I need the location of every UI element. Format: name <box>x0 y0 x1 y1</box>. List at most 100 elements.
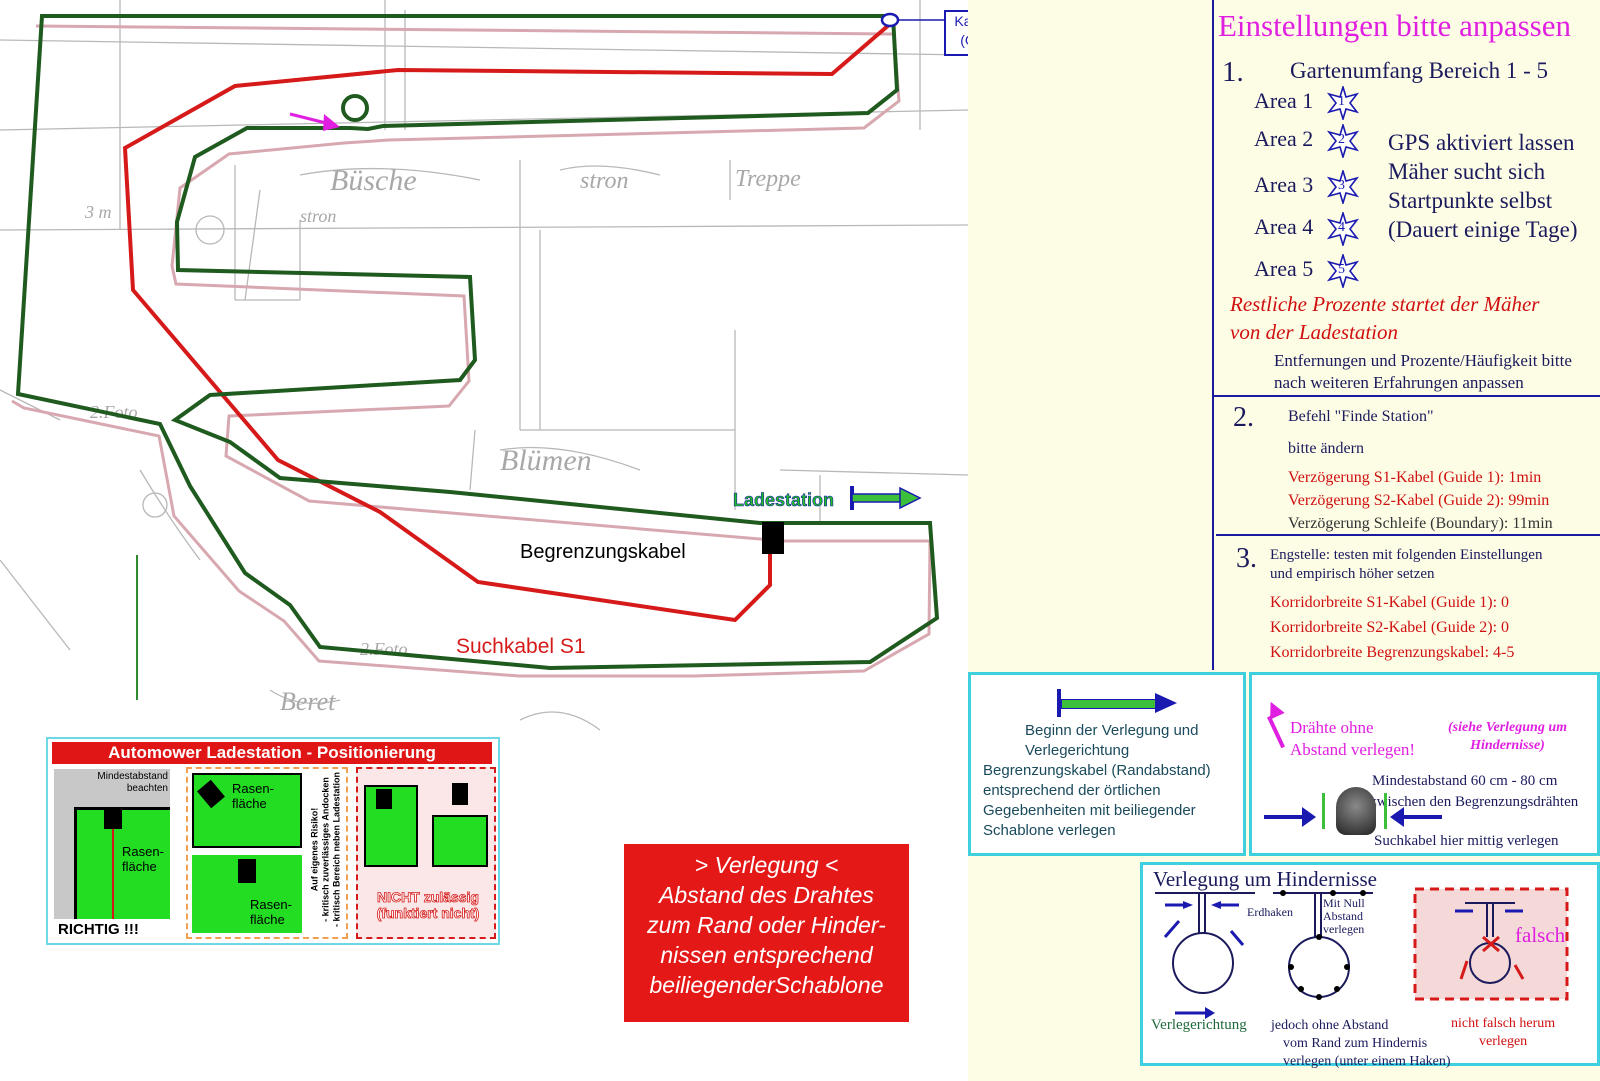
blue-left-arrow-icon <box>1402 815 1442 819</box>
delay-guide-1: Verzögerung S1-Kabel (Guide 1): 1min <box>1288 469 1542 486</box>
section-divider-1 <box>1212 395 1600 397</box>
svg-text:stron: stron <box>300 206 336 226</box>
draehte-line-2: Abstand verlegen! <box>1290 740 1416 759</box>
label-begrenzungskabel: Begrenzungskabel <box>520 541 686 563</box>
guide-wire-s1 <box>122 22 892 623</box>
cable-joint-marker <box>880 12 900 28</box>
mower-icon <box>1336 787 1376 835</box>
boundary-wire <box>15 14 940 671</box>
risk-panel: Rasen- fläche Rasen- fläche Auf eigenes … <box>186 767 348 939</box>
area-star-icon: 3 <box>1326 168 1360 206</box>
draehte-line-1: Drähte ohne <box>1290 718 1374 737</box>
garden-plan: Büsche stron Treppe Blümen stron 3 m 2.F… <box>0 0 1066 1022</box>
rest-text: Restliche Prozente startet der Mäher von… <box>1230 290 1539 346</box>
label-ladestation: Ladestation <box>733 490 835 511</box>
blue-left-arrow-head <box>1390 807 1404 827</box>
nichtfalsch-line-1: nicht falsch herum <box>1451 1016 1556 1031</box>
settings-divider-vertical <box>1212 0 1214 670</box>
area-label: Area 3 <box>1254 172 1314 197</box>
settings-panel: Einstellungen bitte anpassen 1. Gartenum… <box>968 0 1600 1081</box>
risk-rasen-label-bottom: Rasen- fläche <box>250 897 292 927</box>
beginn-line-3: Begrenzungskabel (Randabstand) <box>983 762 1211 779</box>
blue-right-arrow-head <box>1302 807 1316 827</box>
area-label: Area 1 <box>1254 88 1314 113</box>
draehte-text: Drähte ohne Abstand verlegen! <box>1290 717 1415 761</box>
area-label: Area 2 <box>1254 126 1314 151</box>
nicht-line-2: (funktiert nicht) <box>376 905 480 922</box>
svg-text:3 m: 3 m <box>84 202 112 222</box>
magenta-up-arrow-icon <box>1267 715 1285 749</box>
section-2-list: Verzögerung S1-Kabel (Guide 1): 1min Ver… <box>1288 466 1553 535</box>
blue-right-arrow-icon <box>1264 815 1306 819</box>
erdhaken-label: Erdhaken <box>1247 905 1293 919</box>
area-star-number: 2 <box>1338 132 1345 147</box>
draehte-note-line-1: (siehe Verlegung um <box>1448 720 1568 735</box>
richtig-label: RICHTIG !!! <box>58 921 139 938</box>
mindestabstand-line-2: beachten <box>126 783 168 794</box>
area-label: Area 4 <box>1254 214 1314 239</box>
risk-rasen-top-line-2: fläche <box>232 796 267 811</box>
falsch-label: falsch <box>1515 923 1566 947</box>
verlegung-line-1: > Verlegung < <box>694 852 839 878</box>
delay-boundary: Verzögerung Schleife (Boundary): 11min <box>1288 515 1553 532</box>
beginn-line-4: entsprechend der örtlichen <box>983 782 1161 799</box>
risk-lawn-bottom: Rasen- fläche <box>192 855 302 933</box>
mindestabstand-line-1: Mindestabstand <box>97 771 168 782</box>
area-star-number: 3 <box>1338 178 1345 193</box>
corridor-guide-2: Korridorbreite S2-Kabel (Guide 2): 0 <box>1270 619 1510 636</box>
positionierung-title: Automower Ladestation - Positionierung <box>52 742 492 764</box>
hindernisse-box: Verlegung um Hindernisse <box>1140 862 1600 1069</box>
section-3-title-line-1: Engstelle: testen mit folgenden Einstell… <box>1270 547 1543 563</box>
risk-station-bottom <box>238 859 256 883</box>
pencil-sketch <box>0 0 968 731</box>
area-star-icon: 1 <box>1326 84 1360 122</box>
mindestabstand-line-b: zwischen den Begrenzungsdrähten <box>1370 794 1579 810</box>
magenta-arrow <box>289 112 331 126</box>
beginn-arrow-icon <box>1057 689 1181 719</box>
mindestabstand-line-a: Mindestabstand 60 cm - 80 cm <box>1372 773 1558 789</box>
entfernungen-text: Entfernungen und Prozente/Häufigkeit bit… <box>1274 350 1572 394</box>
svg-text:Beret: Beret <box>280 687 336 716</box>
area-star-icon: 2 <box>1326 122 1360 160</box>
beginn-line-2: Verlegerichtung <box>1025 742 1130 759</box>
nicht-lawn-2 <box>432 815 488 867</box>
risk-rasen-bottom-line-1: Rasen- <box>250 897 292 912</box>
svg-text:Büsche: Büsche <box>330 164 417 197</box>
mitnull-line-3: verlegen <box>1323 922 1365 936</box>
section-1-title: Gartenumfang Bereich 1 - 5 <box>1290 58 1549 83</box>
beginn-line-5: Gegebenheiten mit beiliegender <box>983 802 1196 819</box>
richtig-panel: Mindestabstand beachten Rasen- fläche <box>54 769 170 919</box>
nichtfalsch-line-2: verlegen <box>1478 1034 1528 1049</box>
area-label: Area 5 <box>1254 256 1314 281</box>
draehte-note-line-2: Hindernisse) <box>1470 738 1545 753</box>
gps-text: GPS aktiviert lassen Mäher sucht sich St… <box>1388 128 1578 244</box>
jedoch-label: jedoch ohne Abstand vom Rand zum Hindern… <box>1271 1017 1451 1071</box>
corridor-boundary: Korridorbreite Begrenzungskabel: 4-5 <box>1270 644 1515 661</box>
entfernungen-line-1: Entfernungen und Prozente/Häufigkeit bit… <box>1274 351 1572 370</box>
verlegung-line-4: nissen entsprechend <box>660 942 873 968</box>
risk-rasen-top-line-1: Rasen- <box>232 781 274 796</box>
verlegung-line-3: zum Rand oder Hinder- <box>647 912 886 938</box>
risk-lawn-top: Rasen- fläche <box>192 773 302 848</box>
pencil-notes: Büsche stron Treppe Blümen stron 3 m 2.F… <box>84 164 801 716</box>
draehte-note: (siehe Verlegung um Hindernisse) <box>1448 719 1567 755</box>
mindestabstand-label: Mindestabstand beachten <box>74 771 168 795</box>
richtig-wire <box>112 829 114 919</box>
garden-plan-drawing: Büsche stron Treppe Blümen stron 3 m 2.F… <box>0 0 968 731</box>
risk-line-1: Auf eigenes Risiko! <box>309 807 320 892</box>
area-star-number: 5 <box>1338 262 1345 277</box>
hindernisse-diagram <box>1155 887 1569 1019</box>
risk-line-2: - kritisch zuverlässiges Andocken <box>320 777 331 922</box>
corridor-guide-1: Korridorbreite S1-Kabel (Guide 1): 0 <box>1270 594 1510 611</box>
correct-obstacle-loop <box>1155 892 1255 1019</box>
mowing-edge-line <box>11 24 932 678</box>
section-divider-2 <box>1216 534 1600 536</box>
mindestabstand-text: Mindestabstand 60 cm - 80 cm zwischen de… <box>1370 771 1579 813</box>
settings-title: Einstellungen bitte anpassen <box>1218 8 1571 43</box>
mittig-text: Suchkabel hier mittig verlegen <box>1374 833 1559 849</box>
hindernisse-title: Verlegung um Hindernisse <box>1153 867 1377 891</box>
risk-rasen-label-top: Rasen- fläche <box>232 781 274 811</box>
nicht-lawn-1 <box>364 785 418 867</box>
svg-text:Blümen: Blümen <box>500 444 592 477</box>
svg-text:stron: stron <box>580 168 628 194</box>
